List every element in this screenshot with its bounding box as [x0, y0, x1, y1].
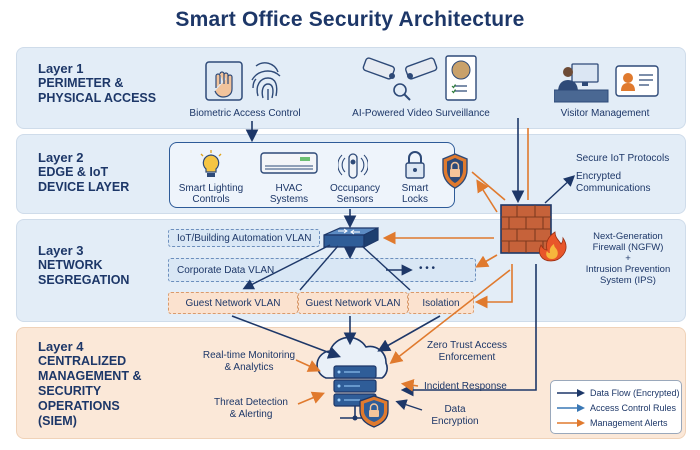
legend-navy-arrow-icon: [557, 389, 585, 397]
legend-orange-arrow-icon: [557, 419, 585, 427]
legend-management-alerts: Management Alerts: [557, 418, 668, 428]
biometric-icon: [205, 61, 281, 101]
legend-access-control: Access Control Rules: [557, 403, 676, 413]
layer-2-heading: Layer 2 EDGE & IoT DEVICE LAYER: [38, 150, 130, 194]
secure-iot-protocols: Secure IoT Protocols: [576, 153, 670, 164]
device-occupancy-label: Occupancy Sensors: [329, 183, 381, 205]
lock-icon: [405, 151, 425, 179]
legend-data-flow: Data Flow (Encrypted): [557, 388, 680, 398]
legend: Data Flow (Encrypted) Access Control Rul…: [550, 380, 682, 434]
more-vlans: • • •: [419, 263, 436, 274]
guest-vlan-1: Guest Network VLAN: [168, 292, 298, 314]
biometric-label: Biometric Access Control: [189, 108, 301, 119]
isolation-vlan: Isolation: [408, 292, 474, 314]
video-surveillance-icon: [362, 55, 477, 101]
device-locks-label: Smart Locks: [401, 183, 429, 205]
layer-1-heading: Layer 1 PERIMETER & PHYSICAL ACCESS: [38, 61, 157, 105]
lightbulb-icon: [200, 150, 222, 177]
page-title: Smart Office Security Architecture: [175, 8, 525, 31]
visitor-label: Visitor Management: [560, 108, 650, 119]
hvac-icon: [260, 152, 318, 174]
zero-trust-label: Zero Trust Access Enforcement: [426, 340, 508, 363]
layer-4-heading: Layer 4 CENTRALIZED MANAGEMENT & SECURIT…: [38, 339, 142, 428]
incident-response-label: Incident Response: [424, 381, 507, 392]
visitor-management-icon: [554, 63, 659, 103]
video-label: AI-Powered Video Surveillance: [352, 108, 490, 119]
firewall-icon: [500, 204, 567, 262]
shield-lock-icon: [442, 153, 468, 189]
realtime-monitoring-label: Real-time Monitoring & Analytics: [202, 350, 296, 373]
network-switch-icon: [323, 227, 379, 248]
sensor-icon: [338, 153, 368, 179]
guest-vlan-2: Guest Network VLAN: [298, 292, 408, 314]
iot-vlan: IoT/Building Automation VLAN: [168, 229, 320, 247]
device-lighting-label: Smart Lighting Controls: [178, 183, 244, 205]
legend-blue-arrow-icon: [557, 404, 585, 412]
firewall-label: Next-Generation Firewall (NGFW) + Intrus…: [585, 231, 671, 286]
corporate-vlan: Corporate Data VLAN • • •: [168, 258, 476, 282]
encrypted-communications: Encrypted Communications: [576, 171, 651, 194]
data-encryption-label: Data Encryption: [431, 404, 479, 427]
threat-detection-label: Threat Detection & Alerting: [214, 397, 288, 420]
layer-3-heading: Layer 3 NETWORK SEGREGATION: [38, 243, 130, 287]
device-hvac-label: HVAC Systems: [269, 183, 309, 205]
